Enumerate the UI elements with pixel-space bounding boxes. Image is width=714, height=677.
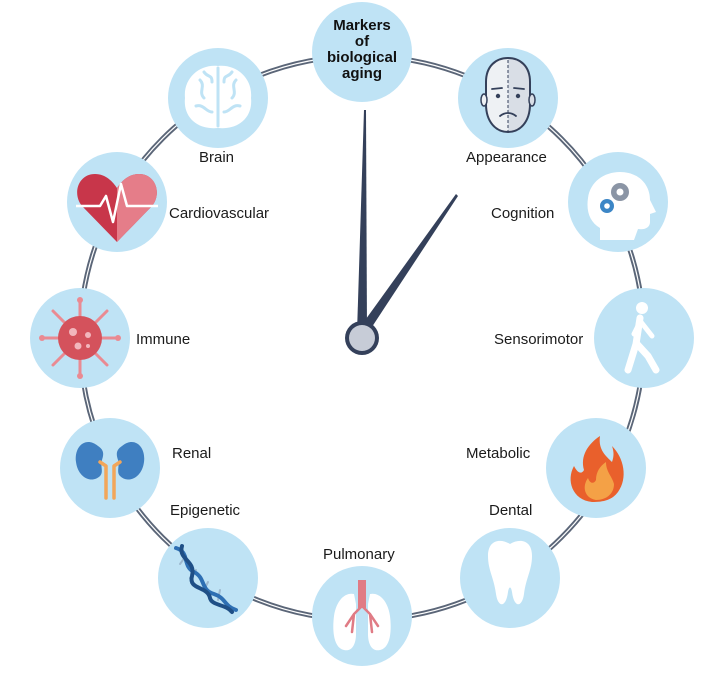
face-icon <box>480 56 536 134</box>
epigenetic-circle <box>158 528 258 628</box>
kidneys-icon <box>75 441 145 500</box>
epigenetic-marker <box>158 528 258 628</box>
title-line-3: biological <box>326 49 397 66</box>
walking-person-icon <box>624 302 660 374</box>
heart-icon <box>76 174 158 242</box>
tooth-icon <box>488 540 532 605</box>
clock-hub-center <box>349 325 375 351</box>
head-gears-icon <box>587 172 656 240</box>
renal-circle <box>60 418 160 518</box>
minute-hand <box>358 194 458 336</box>
metabolic-marker <box>546 418 646 518</box>
label-brain: Brain <box>199 149 235 166</box>
title-circle <box>312 2 412 102</box>
renal-marker <box>60 418 160 518</box>
appearance-marker <box>458 48 558 148</box>
sensorimotor-circle <box>594 288 694 388</box>
hour-hand <box>357 110 367 333</box>
immune-marker <box>30 288 130 388</box>
label-cognition: Cognition <box>491 205 555 222</box>
lungs-icon <box>333 580 391 651</box>
label-sensorimotor: Sensorimotor <box>494 331 584 348</box>
title-line-4: aging <box>342 65 382 82</box>
title-line-2: of <box>354 33 370 50</box>
brain-marker <box>168 48 268 148</box>
brain-icon <box>184 65 252 129</box>
label-immune: Immune <box>136 331 191 348</box>
flame-icon <box>570 436 624 502</box>
dna-icon <box>174 544 238 614</box>
title-line-1: Markers <box>333 17 391 34</box>
label-cardiovascular: Cardiovascular <box>169 205 270 222</box>
cardiovascular-marker <box>67 152 167 252</box>
label-metabolic: Metabolic <box>466 445 531 462</box>
cognition-marker <box>568 152 668 252</box>
label-dental: Dental <box>489 502 533 519</box>
sensorimotor-marker <box>594 288 694 388</box>
label-renal: Renal <box>172 445 212 462</box>
label-pulmonary: Pulmonary <box>323 546 395 563</box>
virus-icon <box>39 297 121 379</box>
dental-marker <box>460 528 560 628</box>
label-appearance: Appearance <box>466 149 547 166</box>
pulmonary-marker <box>312 566 412 666</box>
label-epigenetic: Epigenetic <box>170 502 241 519</box>
diagram-title: Markers of biological aging <box>312 18 412 82</box>
